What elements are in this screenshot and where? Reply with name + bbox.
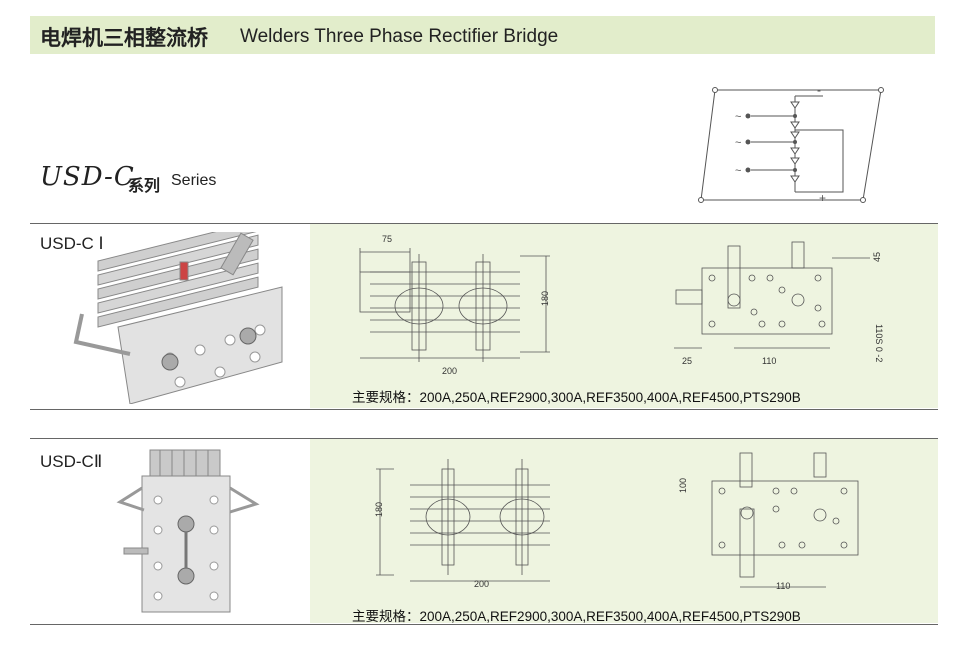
spec-text: 主要规格：200A,250A,REF2900,300A,REF3500,400A… [352, 609, 801, 624]
series-label-en: Series [171, 172, 217, 189]
dim-label: 180 [540, 291, 550, 306]
title-bar: 电焊机三相整流桥 Welders Three Phase Rectifier B… [30, 16, 935, 54]
product-name: USD-CⅡ [40, 452, 103, 471]
divider [30, 409, 938, 410]
divider [30, 624, 938, 625]
page-title-en: Welders Three Phase Rectifier Bridge [240, 26, 559, 47]
spec-text: 主要规格：200A,250A,REF2900,300A,REF3500,400A… [352, 390, 801, 405]
dim-label: 25 [682, 356, 692, 366]
ac-symbol: ~ [735, 137, 741, 149]
divider [30, 223, 938, 224]
dim-label: 180 [374, 502, 384, 517]
dim-label: 110 [762, 356, 776, 366]
dim-label: 200 [474, 579, 489, 589]
plus-terminal-label: + [819, 191, 826, 205]
top-view-drawing [711, 452, 859, 588]
divider [30, 438, 938, 439]
product-photo-usd-c1 [73, 232, 283, 404]
page-title-cn: 电焊机三相整流桥 [40, 26, 208, 50]
minus-terminal-label: - [817, 84, 821, 97]
dim-label: 45 [872, 252, 882, 262]
dim-label: 100 [678, 478, 688, 493]
drawing-panel: 75 180 200 45 110S 0 -2 25 110 主要规格：200A… [310, 224, 938, 408]
series-mark: USD-C [40, 162, 135, 192]
product-name: USD-C Ⅰ [40, 234, 104, 253]
circuit-schematic: ~ ~ ~ - + [698, 84, 884, 205]
dim-label: 75 [382, 234, 392, 244]
dim-label: 200 [442, 366, 457, 376]
top-view-drawing [674, 241, 870, 349]
drawing-panel: 180 200 100 110 主要规格：200A,250A,REF2900,3… [310, 439, 938, 624]
dim-label: 110 [776, 581, 790, 591]
side-view-drawing [359, 248, 550, 362]
dimension-labels: 75 180 200 45 110S 0 -2 25 110 [382, 234, 884, 376]
ac-symbol: ~ [735, 165, 741, 177]
product-photo-usd-c2 [116, 449, 260, 613]
dim-label: 110S 0 -2 [874, 324, 884, 362]
dimension-labels: 180 200 100 110 [374, 478, 790, 591]
side-view-drawing [376, 459, 550, 582]
series-label-cn: 系列 [128, 176, 161, 195]
ac-symbol: ~ [735, 111, 741, 123]
